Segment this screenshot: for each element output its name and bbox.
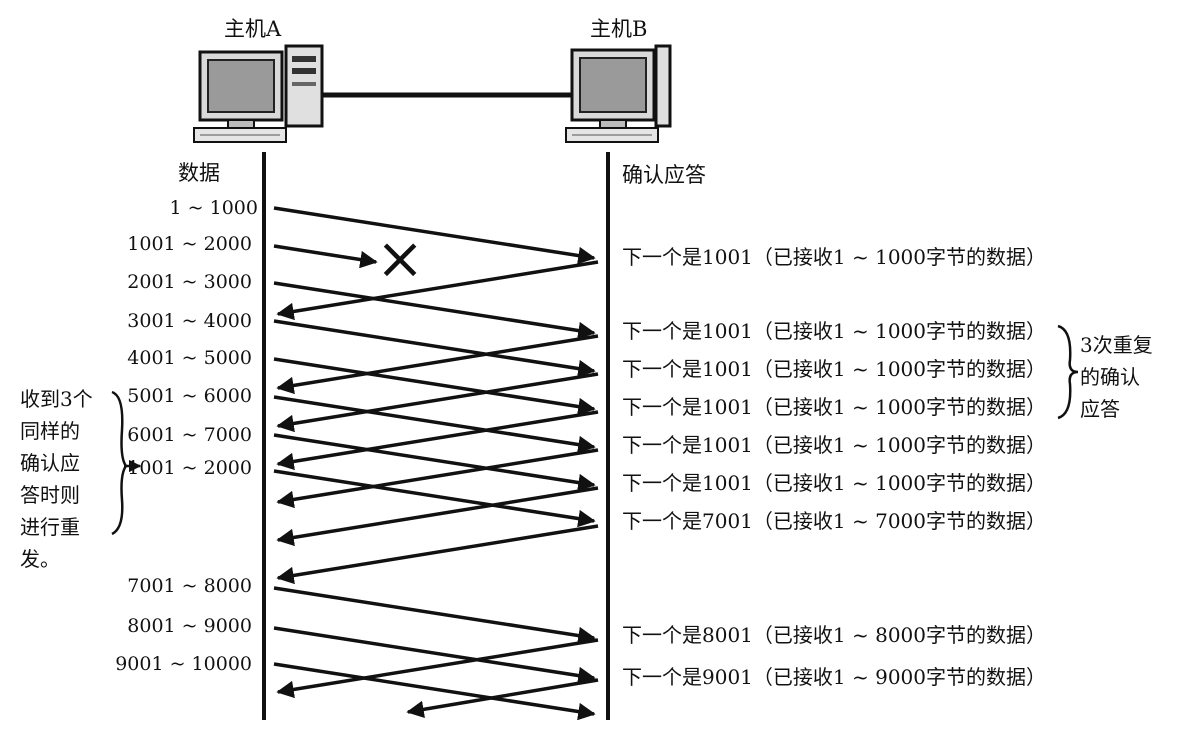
note-line: 同样的 [20, 419, 80, 443]
fast-retransmit-note: 收到3个 同样的 确认应 答时则 进行重 发。 [20, 387, 93, 571]
duplicate-ack-note: 3次重复 的确认 应答 [1080, 333, 1153, 421]
host-b-label: 主机B [590, 17, 647, 41]
segment-label: 5001 ~ 6000 [127, 385, 252, 407]
right-column-header: 确认应答 [622, 163, 706, 187]
segment-label: 8001 ~ 9000 [127, 615, 252, 637]
ack-label: 下一个是1001（已接收1 ~ 1000字节的数据） [622, 395, 1046, 419]
ack-arrow [276, 486, 599, 547]
data-arrow [273, 433, 596, 492]
data-arrows [273, 206, 596, 721]
data-arrow [273, 626, 596, 685]
left-brace-icon [111, 390, 128, 536]
lost-data-arrow [273, 244, 378, 269]
data-arrow [273, 395, 596, 454]
ack-label: 下一个是1001（已接收1 ~ 1000字节的数据） [622, 433, 1046, 457]
ack-label: 下一个是7001（已接收1 ~ 7000字节的数据） [622, 509, 1046, 533]
host-b-computer-icon [565, 44, 672, 143]
segment-label: 3001 ~ 4000 [127, 310, 252, 332]
ack-arrow [276, 334, 599, 395]
note-line: 进行重 [20, 515, 80, 539]
segment-label: 9001 ~ 10000 [115, 653, 252, 675]
retransmit-arrow [273, 469, 596, 528]
note-line: 应答 [1080, 397, 1120, 421]
data-arrow [273, 206, 596, 265]
ack-arrow [276, 524, 599, 585]
ack-labels: 下一个是1001（已接收1 ~ 1000字节的数据） 下一个是1001（已接收1… [622, 245, 1046, 689]
right-brace-icon [1057, 324, 1079, 420]
note-line: 发。 [20, 547, 60, 571]
segment-label: 1 ~ 1000 [170, 197, 258, 219]
data-arrow [273, 586, 596, 645]
segment-label: 2001 ~ 3000 [127, 271, 252, 293]
ack-label: 下一个是9001（已接收1 ~ 9000字节的数据） [622, 665, 1046, 689]
segment-label: 1001 ~ 2000 [127, 233, 252, 255]
left-column-header: 数据 [178, 161, 220, 185]
segment-label: 4001 ~ 5000 [127, 347, 252, 369]
note-line: 收到3个 [20, 387, 93, 411]
data-arrow [273, 281, 596, 340]
ack-arrows [276, 260, 599, 719]
host-a-label: 主机A [224, 17, 282, 41]
ack-label: 下一个是1001（已接收1 ~ 1000字节的数据） [622, 471, 1046, 495]
segment-labels: 1 ~ 1000 1001 ~ 2000 2001 ~ 3000 3001 ~ … [115, 197, 258, 675]
ack-label: 下一个是1001（已接收1 ~ 1000字节的数据） [622, 357, 1046, 381]
ack-label: 下一个是8001（已接收1 ~ 8000字节的数据） [622, 623, 1046, 647]
ack-arrow [276, 372, 599, 433]
note-line: 答时则 [20, 483, 80, 507]
ack-label: 下一个是1001（已接收1 ~ 1000字节的数据） [622, 245, 1046, 269]
ack-arrow [276, 410, 599, 471]
data-arrow [273, 357, 596, 416]
host-a-computer-icon [193, 44, 324, 143]
data-arrow [273, 319, 596, 378]
segment-label: 1001 ~ 2000 [127, 457, 252, 479]
note-line: 3次重复 [1080, 333, 1153, 357]
data-arrow [273, 662, 596, 721]
note-line: 的确认 [1080, 365, 1140, 389]
ack-label: 下一个是1001（已接收1 ~ 1000字节的数据） [622, 319, 1046, 343]
note-line: 确认应 [20, 451, 80, 475]
ack-arrow [276, 638, 599, 699]
ack-arrow [406, 678, 599, 719]
lost-packet-x-icon: × [376, 224, 425, 292]
segment-label: 6001 ~ 7000 [127, 424, 252, 446]
ack-arrow [276, 448, 599, 509]
segment-label: 7001 ~ 8000 [127, 575, 252, 597]
ack-arrow [276, 260, 599, 321]
